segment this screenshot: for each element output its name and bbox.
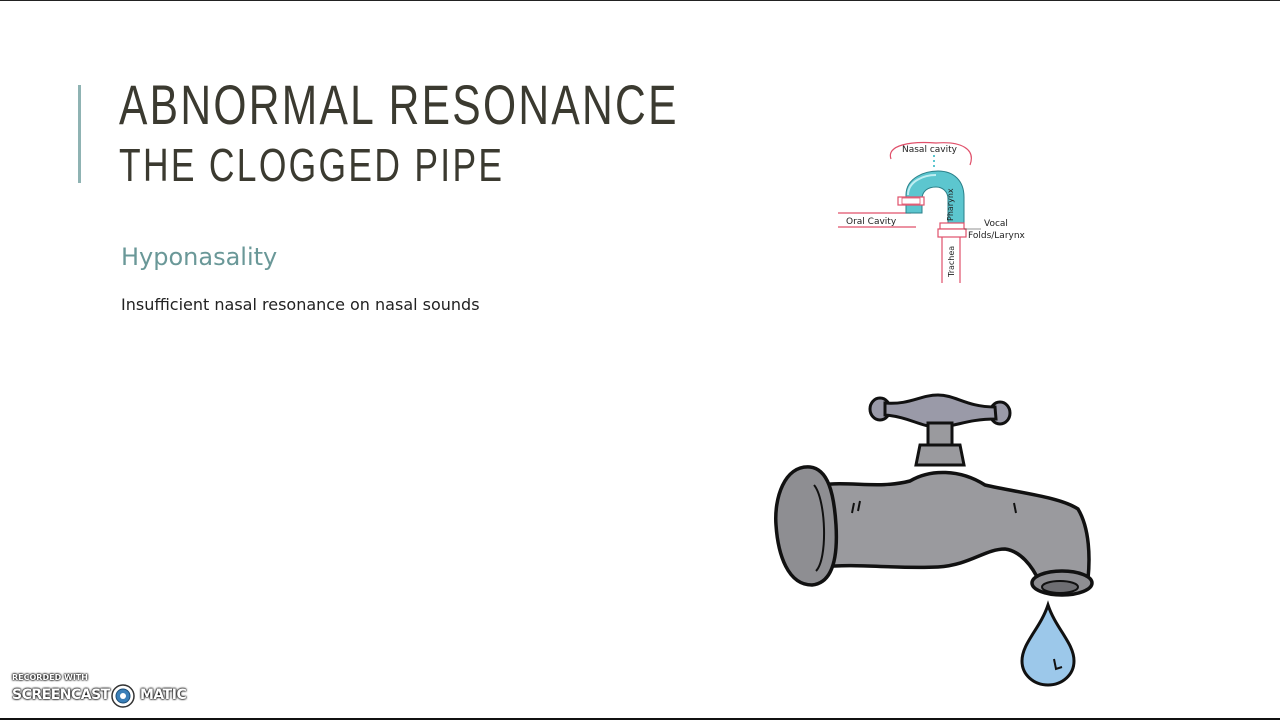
larynx-coupling-top: [939, 222, 965, 230]
label-vocal: Vocal: [984, 219, 1008, 229]
faucet-illustration: [774, 393, 1094, 687]
faucet-body: [818, 470, 1091, 585]
water-drop-icon: [1020, 600, 1076, 687]
slide-title: ABNORMAL RESONANCE: [119, 73, 679, 136]
watermark-screencast: SCREENCAST: [12, 687, 110, 703]
nasal-cavity-outline: [889, 141, 972, 166]
title-accent-bar: [78, 85, 81, 183]
screencast-o-matic-logo-icon: [111, 684, 135, 708]
pipe-highlight: [907, 174, 937, 196]
watermark-matic: MATIC: [140, 687, 187, 703]
faucet-collar: [914, 443, 966, 467]
section-heading: Hyponasality: [121, 243, 278, 271]
label-pharynx: Pharynx: [946, 188, 955, 221]
faucet-handle-bar: [883, 393, 998, 429]
larynx-coupling-bottom: [937, 228, 967, 238]
label-nasal-cavity: Nasal cavity: [902, 145, 958, 155]
faucet-stem: [926, 421, 954, 447]
vocal-tract-pipe-diagram: Nasal cavity Oral Cavity Pharynx Vocal F…: [838, 141, 1026, 283]
screencast-watermark: RECORDED WITH SCREENCAST MATIC: [12, 673, 192, 717]
watermark-recorded-with: RECORDED WITH: [12, 673, 88, 682]
label-trachea: Trachea: [947, 246, 956, 278]
faucet-wall-flange: [774, 465, 839, 587]
label-folds-larynx: Folds/Larynx: [968, 231, 1026, 241]
oral-coupling: [897, 196, 925, 206]
slide-subtitle: THE CLOGGED PIPE: [119, 139, 505, 191]
body-text: Insufficient nasal resonance on nasal so…: [121, 295, 480, 314]
label-oral-cavity: Oral Cavity: [846, 217, 897, 227]
